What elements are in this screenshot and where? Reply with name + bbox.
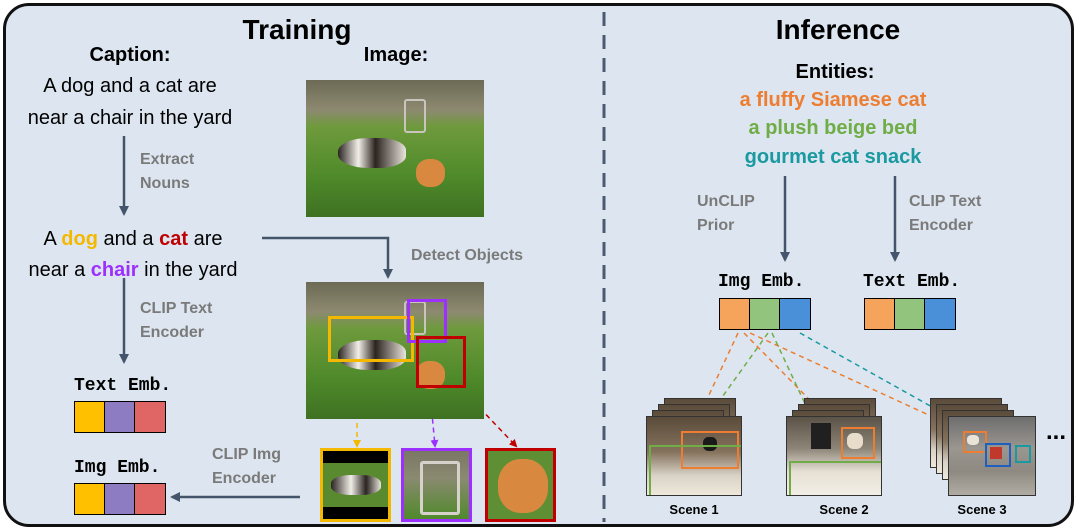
extract-line-1: Extract [140,151,195,168]
emb-cell-cat [135,402,165,432]
more-scenes-ellipsis: ... [1046,418,1067,445]
cat-detection-box [681,431,739,469]
dog-crop [320,448,391,522]
unclip-line-1: UnCLIP [697,193,755,210]
yard-photo [306,80,484,217]
bed-detection-box [789,461,881,495]
text-embedding-inf [864,298,956,330]
snack-detection-box [985,443,1011,467]
noun-cat: cat [159,228,189,250]
detect-arrow [262,236,393,279]
clip-text-inf-line-2: Encoder [909,217,974,234]
image-header: Image: [363,44,429,66]
scene-2-image [786,416,882,496]
caption-line-1: A dog and a cat are [43,75,217,97]
noun-caption-line-2: near a chair in the yard [28,259,237,282]
clip-text-inf-line-1: CLIP Text [909,193,982,210]
noun-text: are [188,228,223,250]
cat-detection-box [841,427,875,459]
clip-text-line-1: CLIP Text [140,300,213,317]
clip-text-encoder-label: CLIP Text Encoder [140,297,212,345]
noun-text: and a [97,228,160,250]
cat-shape [967,435,979,445]
emb-cell-bed-entity [895,299,925,329]
noun-text: in the yard [138,259,238,281]
caption-line-2: near a chair in the yard [27,107,233,129]
emb-cell-dog [75,484,105,514]
cat-crop-arrow [454,381,518,448]
emb-cell-chair [105,484,135,514]
inference-title: Inference [775,14,901,45]
unclip-prior-label: UnCLIP Prior [697,190,755,238]
snack-small-box [1015,445,1031,463]
emb-cell-snack-entity [780,299,810,329]
caption-header: Caption: [89,44,171,66]
detect-objects-label: Detect Objects [411,247,524,264]
emb-cell-dog [75,402,105,432]
entities-header: Entities: [795,61,875,83]
chair-bbox [407,299,447,343]
noun-caption-line-1: A dog and a cat are [44,228,223,251]
text-embedding [74,401,166,433]
emb-cell-cat-entity [720,299,750,329]
img-embedding-inf [719,298,811,330]
yard-photo-detected [306,282,484,419]
noun-dog: dog [61,228,98,250]
extract-line-2: Nouns [140,175,190,192]
chair-shape [403,99,426,134]
entity-1: a fluffy Siamese cat [739,89,927,111]
bed-detection-box [649,445,741,495]
cat-detection-box [963,431,987,453]
clip-text-encoder-inf-label: CLIP Text Encoder [909,190,981,238]
cat-bbox [416,336,466,388]
dog-shape [338,137,406,168]
scene-1-image [646,416,742,496]
scene-2-label: Scene 2 [819,502,869,517]
noun-chair: chair [90,259,139,281]
dog-shape [331,475,381,495]
cat-shape [847,433,863,449]
green-scene2-link [771,332,837,470]
chair-shape [420,461,460,515]
unclip-line-2: Prior [697,217,735,234]
cat-shape [416,159,445,187]
noun-text: A [43,228,62,250]
figure-frame [3,3,1074,527]
img-emb-label: Img Emb. [74,458,161,478]
img-emb-inf-label: Img Emb. [718,272,805,292]
cat-shape [416,361,445,389]
dark-object-shape [811,423,831,449]
cat-crop [485,448,556,522]
chair-crop [401,448,472,522]
clip-img-line-1: CLIP Img [212,446,282,463]
clip-img-encoder-label: CLIP Img Encoder [212,443,281,491]
training-title: Training [242,14,352,45]
emb-cell-cat-entity [865,299,895,329]
emb-cell-bed-entity [750,299,780,329]
dog-shape [338,339,406,370]
snack-shape [990,447,1002,459]
cat-shape [703,437,717,451]
emb-cell-snack-entity [925,299,955,329]
text-emb-label: Text Emb. [74,376,172,396]
entity-2: a plush beige bed [748,117,918,139]
scene-1-label: Scene 1 [669,502,719,517]
extract-nouns-label: Extract Nouns [140,148,194,196]
noun-text: near a [28,259,91,281]
clip-text-line-2: Encoder [140,324,205,341]
img-embedding [74,483,166,515]
entity-3: gourmet cat snack [744,146,922,168]
cat-shape [498,459,548,513]
scene-3-label: Scene 3 [957,502,1007,517]
dog-bbox [328,316,414,362]
clip-img-line-2: Encoder [212,470,277,487]
emb-cell-cat [135,484,165,514]
text-emb-inf-label: Text Emb. [863,272,961,292]
emb-cell-chair [105,402,135,432]
scene-3-image [948,416,1036,496]
